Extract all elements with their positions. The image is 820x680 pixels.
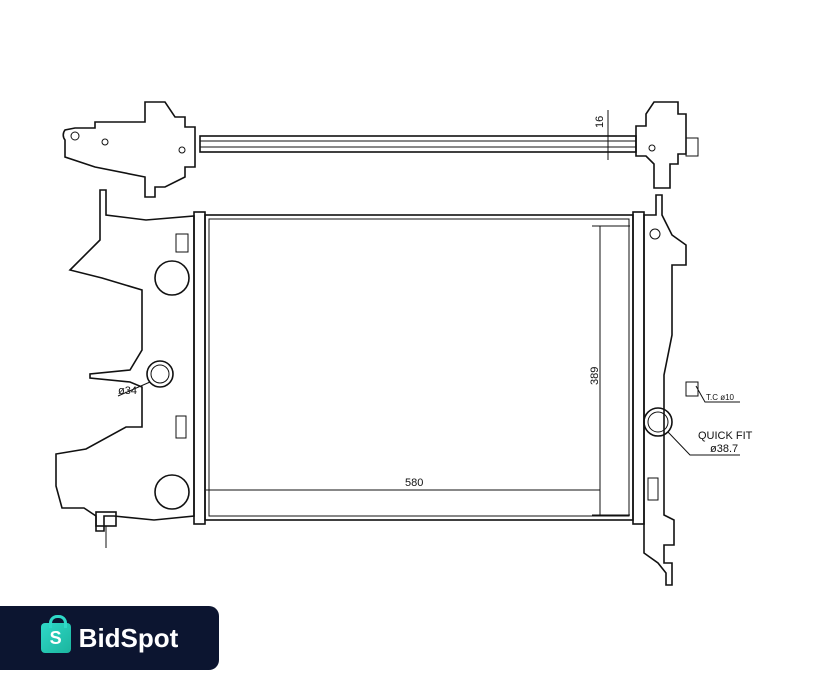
bidspot-watermark: S BidSpot bbox=[0, 606, 219, 670]
top-view bbox=[62, 101, 699, 198]
quick-fit-label: QUICK FIT bbox=[698, 430, 753, 442]
brand-name: BidSpot bbox=[78, 622, 179, 653]
top-dimension-label: 16 bbox=[594, 116, 606, 128]
front-view bbox=[55, 189, 740, 586]
left-outlet-label: ø34 bbox=[118, 385, 137, 397]
shopping-bag-icon: S bbox=[40, 615, 71, 653]
width-dimension-label: 580 bbox=[405, 477, 423, 489]
height-dimension-label: 389 bbox=[589, 367, 601, 385]
quick-fit-diameter-label: ø38.7 bbox=[710, 443, 738, 455]
sensor-label: T.C ø10 bbox=[706, 393, 735, 402]
